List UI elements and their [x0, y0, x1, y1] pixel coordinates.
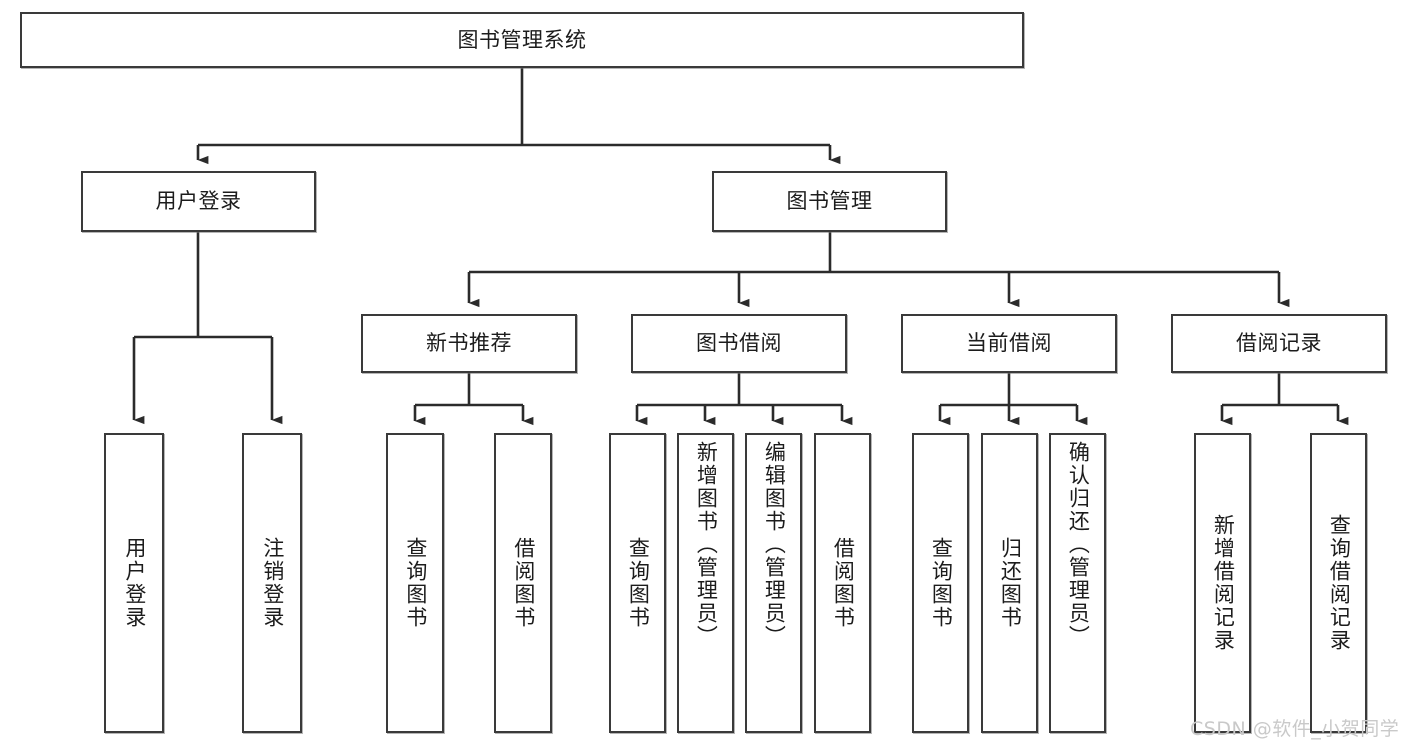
leaf-query-book-current[interactable]: 查询图书	[912, 433, 969, 733]
node-label: 图书管理	[786, 189, 873, 214]
node-label: 新增图书（管理员）	[694, 441, 719, 648]
leaf-borrow-book-borrow[interactable]: 借阅图书	[814, 433, 871, 733]
node-label: 查询图书	[626, 537, 651, 629]
node-new-book-recommend[interactable]: 新书推荐	[361, 314, 577, 373]
node-label: 查询图书	[929, 537, 954, 629]
node-label: 图书管理系统	[457, 27, 587, 52]
node-label: 新书推荐	[426, 331, 512, 356]
node-borrow-record[interactable]: 借阅记录	[1171, 314, 1387, 373]
node-root-book-management-system[interactable]: 图书管理系统	[20, 12, 1024, 68]
leaf-add-borrow-record[interactable]: 新增借阅记录	[1194, 433, 1251, 733]
node-book-manage[interactable]: 图书管理	[712, 171, 947, 232]
leaf-logout-login[interactable]: 注销登录	[242, 433, 302, 733]
leaf-confirm-return-admin[interactable]: 确认归还（管理员）	[1049, 433, 1106, 733]
node-label: 新增借阅记录	[1211, 514, 1236, 652]
node-label: 注销登录	[260, 537, 285, 629]
leaf-query-borrow-record[interactable]: 查询借阅记录	[1310, 433, 1367, 733]
node-current-borrow[interactable]: 当前借阅	[901, 314, 1117, 373]
node-label: 查询图书	[403, 537, 428, 629]
leaf-return-book[interactable]: 归还图书	[981, 433, 1038, 733]
node-label: 归还图书	[998, 537, 1023, 629]
node-label: 借阅图书	[511, 537, 536, 629]
node-label: 编辑图书（管理员）	[762, 441, 787, 648]
leaf-add-book-admin[interactable]: 新增图书（管理员）	[677, 433, 734, 733]
node-label: 查询借阅记录	[1327, 514, 1352, 652]
node-book-borrow[interactable]: 图书借阅	[631, 314, 847, 373]
leaf-query-book-borrow[interactable]: 查询图书	[609, 433, 666, 733]
node-user-login[interactable]: 用户登录	[81, 171, 316, 232]
node-label: 当前借阅	[966, 331, 1052, 356]
node-label: 借阅记录	[1236, 331, 1322, 356]
node-label: 图书借阅	[696, 331, 782, 356]
node-label: 确认归还（管理员）	[1066, 441, 1091, 648]
leaf-edit-book-admin[interactable]: 编辑图书（管理员）	[745, 433, 802, 733]
leaf-user-login[interactable]: 用户登录	[104, 433, 164, 733]
leaf-borrow-book-new-rec[interactable]: 借阅图书	[494, 433, 552, 733]
node-label: 用户登录	[155, 189, 242, 214]
leaf-query-book-new-rec[interactable]: 查询图书	[386, 433, 444, 733]
node-label: 用户登录	[122, 537, 147, 629]
node-label: 借阅图书	[831, 537, 856, 629]
csdn-watermark: CSDN @软件_小贺同学	[1190, 718, 1400, 740]
